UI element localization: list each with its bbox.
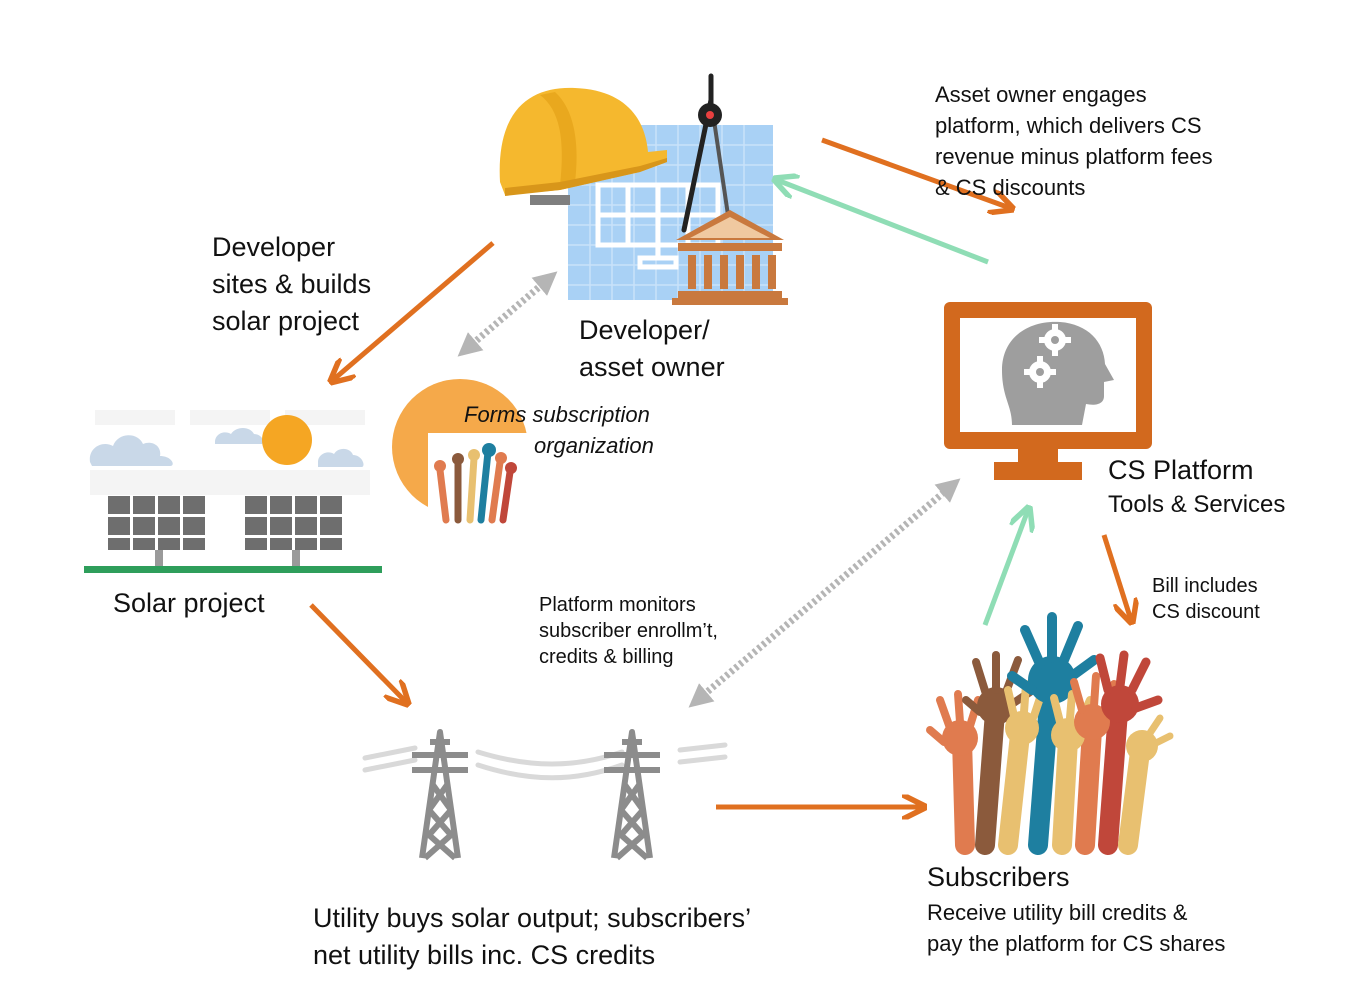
dotted-arrow-developer-org	[457, 271, 558, 357]
subscribers-hands-icon	[926, 612, 1174, 855]
utility-label: Utility buys solar output; subscribers’ …	[313, 903, 752, 970]
developer-icon	[499, 73, 788, 305]
subscription-org-icon	[392, 379, 528, 533]
cs-platform-monitor-icon	[944, 302, 1152, 480]
arrow-platform-to-subscribers	[1101, 534, 1131, 620]
forms-org-label: Forms subscription organization	[464, 402, 654, 458]
arrow-subscribers-to-platform	[982, 510, 1028, 626]
asset-owner-step-label: Asset owner engages platform, which deli…	[935, 82, 1213, 200]
platform-title: CS Platform	[1108, 455, 1254, 485]
bill-note: Bill includes CS discount	[1152, 575, 1260, 623]
developer-step-label: Developer sites & builds solar project	[212, 232, 372, 336]
solar-project-label: Solar project	[113, 588, 265, 618]
transmission-towers-icon	[362, 729, 728, 861]
developer-label: Developer/ asset owner	[579, 315, 725, 382]
arrow-developer-to-solar-project	[333, 241, 495, 380]
arrow-developer-to-platform	[821, 137, 1010, 208]
arrow-solar-project-to-utility	[309, 603, 406, 702]
arrow-platform-to-developer	[777, 180, 989, 265]
subscribers-title: Subscribers	[927, 862, 1070, 892]
subscribers-desc: Receive utility bill credits & pay the p…	[927, 900, 1226, 956]
monitor-note: Platform monitors subscriber enrollm’t, …	[539, 594, 718, 668]
platform-subtitle: Tools & Services	[1108, 491, 1286, 518]
solar-panels-icon	[84, 410, 382, 573]
dotted-arrow-platform-utility	[688, 478, 961, 708]
